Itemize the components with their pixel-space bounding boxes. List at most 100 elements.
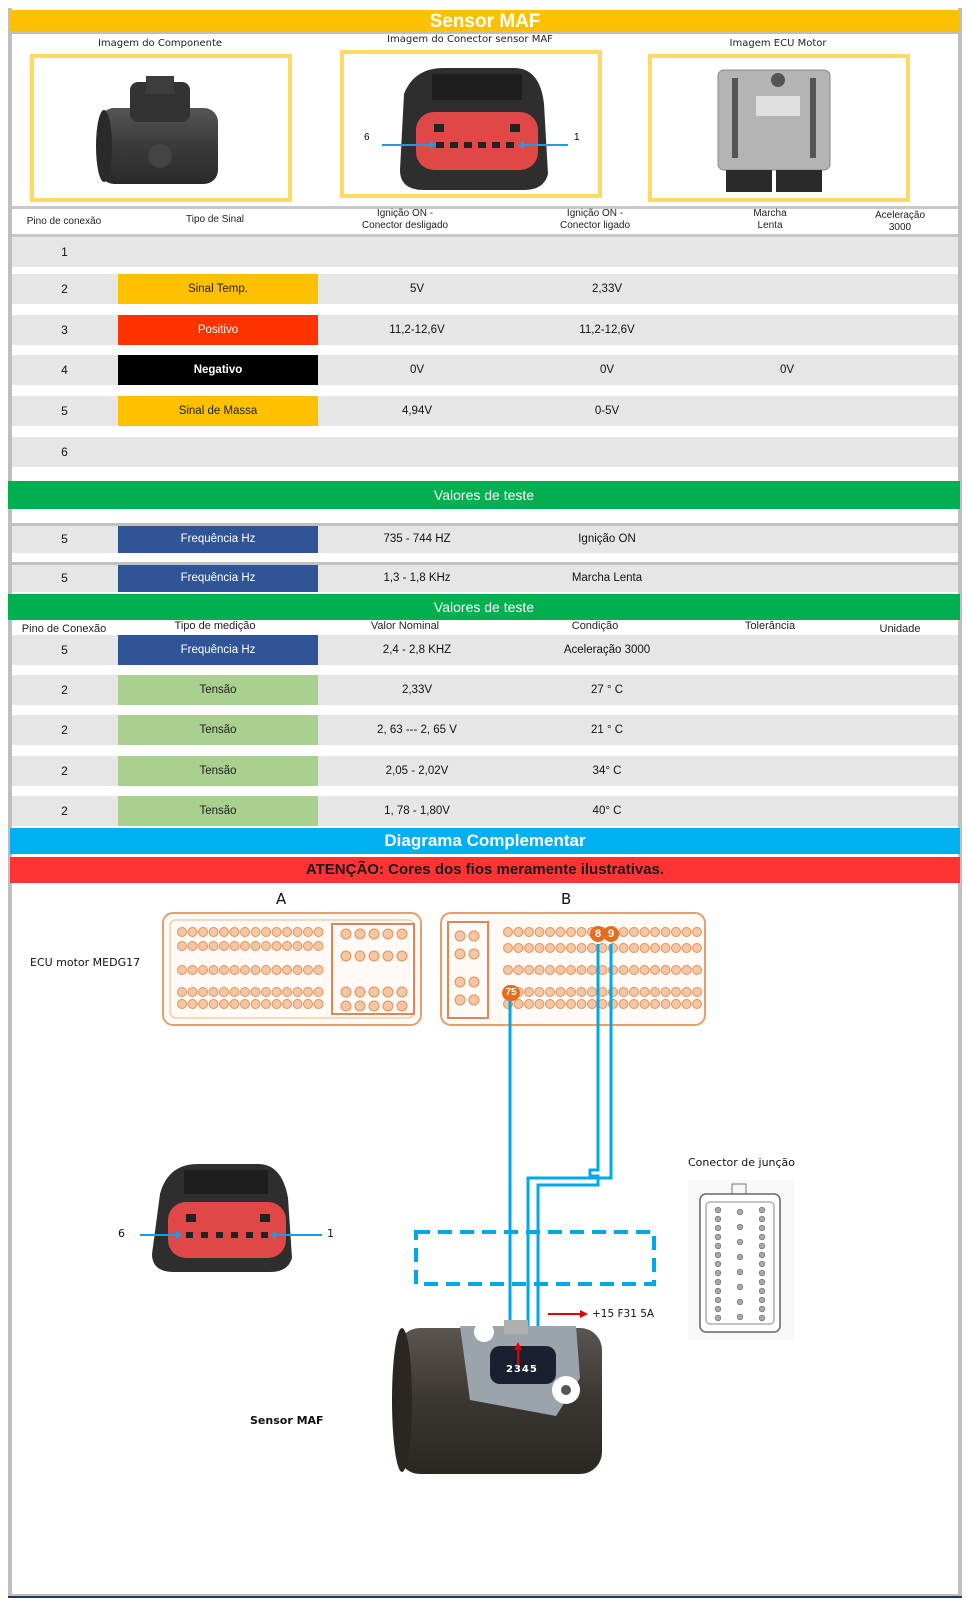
ecu-pin [271,941,282,951]
ecu-pin [271,965,282,975]
ecu-pin [534,927,545,937]
ecu-pin [340,986,352,998]
junction-pin [758,1269,766,1277]
junction-pin [758,1233,766,1241]
col-header-accel: Aceleração 3000 [874,210,926,233]
ign-on-value: 0V [599,364,615,376]
connector-pin-label-right: 1 [574,132,580,143]
ecu-pin [313,927,324,937]
ecu-pin [198,927,208,937]
ecu-pin [368,986,380,998]
ecu-pin [198,999,208,1009]
ecu-pin [468,930,480,942]
ecu-pin [692,965,702,975]
junction-pin [758,1305,766,1313]
pin-number: 5 [61,532,68,546]
idle-value [702,237,872,267]
ecu-pin [534,999,545,1009]
nominal-value: 1,3 - 1,8 KHz [383,572,451,584]
junction-connector-label: Conector de junção [688,1156,796,1169]
nominal-value: 2,33V [401,684,433,696]
ecu-pin [250,987,261,997]
ecu-pin [587,943,597,953]
ecu-pin [660,927,671,937]
ecu-pin [650,987,660,997]
header-bottom-separator [12,234,958,237]
junction-connector [688,1180,794,1340]
ecu-pin [576,965,587,975]
ecu-pin [240,941,250,951]
ecu-pin [250,965,261,975]
ecu-pin [545,987,555,997]
idle-value [702,274,872,304]
ecu-pin [650,965,660,975]
junction-pin [736,1238,744,1246]
ecu-pin [229,999,240,1009]
accel-value [868,315,958,345]
ecu-pin [639,943,650,953]
col-header-pin: Pino de conexão [26,216,102,227]
ecu-pin [629,943,639,953]
ecu-pin [618,987,629,997]
measurement-type: Tensão [118,756,318,786]
junction-pin [714,1296,722,1304]
condition-value: Marcha Lenta [571,572,643,584]
ecu-pin [382,928,394,940]
ecu-pin [313,941,324,951]
idle-value [702,396,872,426]
ecu-pin [177,999,187,1009]
ign-off-value: 4,94V [401,405,433,417]
condition-value: 27 ° C [590,684,624,696]
connector-image: 6 1 [340,50,602,198]
ecu-pin [240,927,250,937]
ecu-pin [650,999,660,1009]
junction-pin [758,1251,766,1259]
ecu-pin [282,965,292,975]
ecu-pin [545,999,555,1009]
pin-number: 2 [61,282,68,296]
ecu-pin [177,987,187,997]
ecu-pin [681,987,692,997]
ecu-pin [340,950,352,962]
condition-value: Ignição ON [578,533,636,545]
junction-pin [758,1278,766,1286]
ecu-pin [608,943,618,953]
ign-on-value: 2,33V [591,283,623,295]
ecu-pin [524,999,534,1009]
ign-off-value [322,437,512,467]
ecu-pin [219,999,229,1009]
ecu-pin [692,943,702,953]
junction-pin [758,1215,766,1223]
ecu-pin [681,927,692,937]
ecu-pin [545,927,555,937]
ecu-connector-a [162,912,422,1026]
ecu-pin [576,927,587,937]
ecu-pin [229,927,240,937]
junction-pin [714,1260,722,1268]
tv2-header-pin: Pino de Conexão [21,623,107,635]
pin-number: 1 [61,245,68,259]
ecu-pin [303,941,313,951]
ecu-pin [368,928,380,940]
ecu-pin [524,943,534,953]
ecu-pin [208,965,219,975]
signal-type [118,237,318,267]
ecu-pin [671,943,681,953]
maf-sensor-diagram-image [392,1320,602,1474]
condition-value: 21 ° C [590,724,624,736]
ecu-pin [261,987,271,997]
ecu-pin [660,987,671,997]
ecu-pin [618,965,629,975]
component-image-caption: Imagem do Componente [97,38,223,49]
ecu-pin [555,943,566,953]
ecu-pin [313,987,324,997]
ecu-pin [198,965,208,975]
ecu-pin [650,943,660,953]
ecu-pin [608,987,618,997]
ecu-pin [468,976,480,988]
ecu-pin [660,943,671,953]
junction-pin [758,1296,766,1304]
tv2-header-condition: Condição [571,620,619,632]
ecu-pin [340,1000,352,1012]
